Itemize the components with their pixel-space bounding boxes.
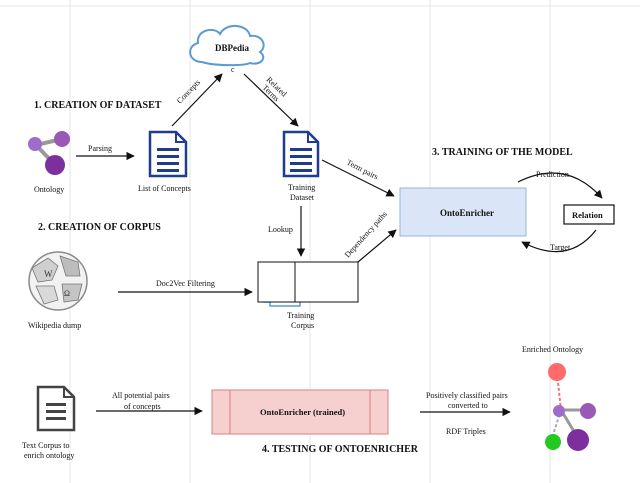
arrow-prediction: [517, 172, 603, 199]
wikipedia-dump-label: Wikipedia dump: [28, 321, 81, 330]
training-dataset-label-1: Training: [288, 183, 315, 192]
edge-label-dependency-paths: Dependency paths: [343, 210, 389, 260]
edge-label-positive-2: converted to: [448, 401, 488, 410]
arrow-related-terms: [243, 73, 299, 127]
text-corpus-document-icon: [36, 385, 76, 432]
training-corpus-icon: [257, 261, 359, 307]
section-title-dataset: 1. CREATION OF DATASET: [34, 100, 162, 111]
ontoenricher-trained-label: OntoEnricher (trained): [260, 407, 345, 417]
edge-label-prediction: Prediction: [536, 170, 569, 179]
wikipedia-globe-icon: W Ω: [28, 251, 88, 311]
training-corpus-label-2: Corpus: [291, 321, 314, 330]
edge-label-parsing: Parsing: [88, 144, 112, 153]
relation-box: [563, 204, 615, 225]
list-of-concepts-document-icon: [148, 130, 188, 178]
edge-label-doc2vec: Doc2Vec Filtering: [156, 279, 215, 288]
arrow-term-pairs: [321, 159, 395, 197]
relation-label: Relation: [572, 210, 603, 220]
svg-text:W: W: [44, 269, 53, 279]
training-dataset-document-icon: [282, 130, 320, 178]
ontoenricher-trained-box: [211, 389, 389, 435]
text-corpus-label-1: Text Corpus to: [22, 441, 69, 450]
edge-label-positive-1: Positively classified pairs: [426, 391, 508, 400]
edge-label-lookup: Lookup: [268, 225, 293, 234]
dbpedia-cloud-icon: [189, 25, 265, 67]
section-title-training: 3. TRAINING OF THE MODEL: [432, 147, 573, 158]
training-dataset-label-2: Dataset: [290, 193, 315, 202]
dbpedia-label: DBPedia: [215, 43, 250, 53]
dbpedia-sublabel: c: [231, 65, 235, 74]
arrow-concepts: [171, 73, 223, 127]
ontology-label: Ontology: [34, 185, 64, 194]
edge-label-all-pairs-1: All potential pairs: [112, 391, 170, 400]
edge-label-rdf: RDF Triples: [446, 427, 486, 436]
edge-label-term-pairs: Term pairs: [345, 158, 380, 182]
enriched-ontology-icon: [545, 363, 596, 451]
ontoenricher-label: OntoEnricher: [440, 208, 494, 218]
edge-label-concepts: Concepts: [175, 78, 202, 106]
arrow-target: [521, 229, 597, 253]
list-of-concepts-label: List of Concepts: [138, 184, 191, 193]
training-corpus-label-1: Training: [287, 311, 314, 320]
ontology-icon: [28, 131, 70, 175]
ontoenricher-box: [399, 187, 527, 237]
section-title-corpus: 2. CREATION OF CORPUS: [38, 222, 161, 233]
section-title-testing: 4. TESTING OF ONTOENRICHER: [262, 444, 419, 455]
edge-label-all-pairs-2: of concepts: [124, 402, 161, 411]
svg-text:Ω: Ω: [64, 289, 70, 298]
text-corpus-label-2: enrich ontology: [24, 451, 74, 460]
enriched-ontology-label: Enriched Ontology: [522, 345, 583, 354]
edge-label-target: Target: [550, 243, 571, 252]
arrow-dependency-paths: [357, 229, 397, 263]
